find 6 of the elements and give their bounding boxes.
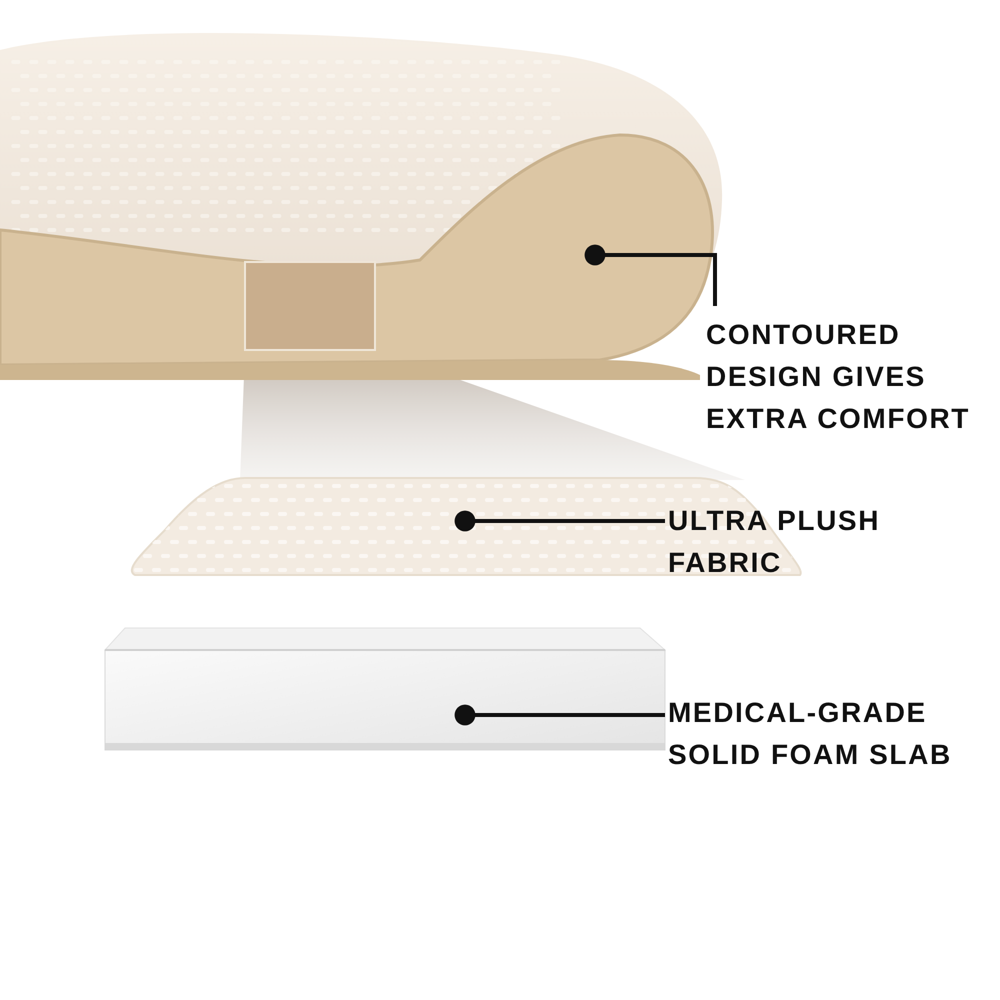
callout-text: MEDICAL-GRADE SOLID FOAM SLAB	[668, 692, 983, 776]
leader-line	[454, 510, 665, 532]
leader-line	[454, 704, 665, 726]
callout-text: CONTOURED DESIGN GIVES EXTRA COMFORT	[706, 314, 996, 440]
leader-line	[584, 244, 717, 306]
callout-text: ULTRA PLUSH FABRIC	[668, 500, 918, 584]
